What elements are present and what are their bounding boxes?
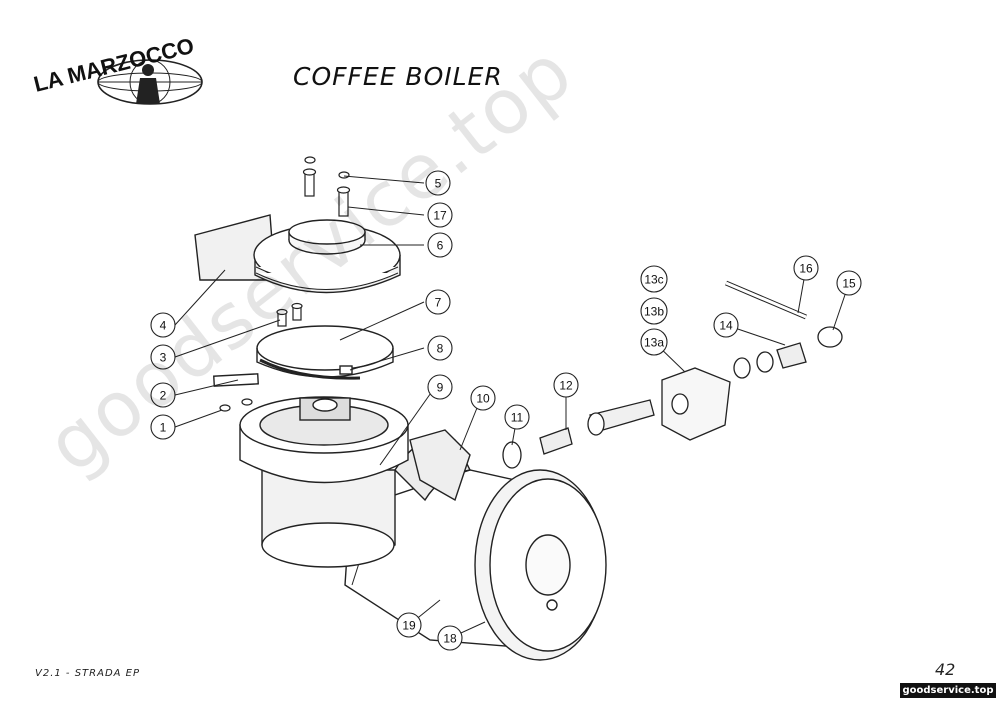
callout-12: 12: [553, 372, 579, 398]
callout-markers: 5 17 6 4 3 7 8 2 1 9 10 11 12 13c 13b 13…: [150, 170, 862, 651]
callout-17: 17: [427, 202, 453, 228]
callout-11: 11: [504, 404, 530, 430]
svg-text:16: 16: [799, 262, 813, 276]
callout-16: 16: [793, 255, 819, 281]
callout-19: 19: [396, 612, 422, 638]
svg-text:18: 18: [443, 632, 457, 646]
page-title: COFFEE BOILER: [293, 62, 503, 91]
svg-text:11: 11: [511, 411, 524, 425]
callout-4: 4: [150, 312, 176, 338]
callout-10: 10: [470, 385, 496, 411]
svg-text:3: 3: [160, 351, 167, 365]
brand-logo: LA MARZOCCO: [31, 33, 203, 105]
brand-name: LA MARZOCCO: [31, 33, 196, 97]
callout-3: 3: [150, 344, 176, 370]
svg-text:19: 19: [402, 619, 416, 633]
svg-text:1: 1: [160, 421, 167, 435]
svg-text:13c: 13c: [644, 273, 663, 287]
svg-text:6: 6: [437, 239, 444, 253]
callout-9: 9: [427, 374, 453, 400]
callout-2: 2: [150, 382, 176, 408]
model-label: V2.1 - STRADA EP: [35, 668, 141, 679]
solenoid-parts: [502, 280, 843, 469]
group-housing: [239, 396, 471, 568]
callout-7: 7: [425, 289, 451, 315]
site-badge: goodservice.top: [900, 683, 996, 698]
callout-14: 14: [713, 312, 739, 338]
callout-8: 8: [427, 335, 453, 361]
svg-text:4: 4: [160, 319, 167, 333]
callout-13c: 13c: [640, 265, 668, 293]
svg-text:17: 17: [433, 209, 447, 223]
svg-text:2: 2: [160, 389, 167, 403]
svg-text:12: 12: [559, 379, 573, 393]
top-screws: [302, 156, 351, 217]
callout-13b: 13b: [640, 297, 668, 325]
svg-text:15: 15: [842, 277, 856, 291]
callout-13a: 13a: [640, 328, 668, 356]
svg-text:9: 9: [437, 381, 444, 395]
callout-18: 18: [437, 625, 463, 651]
svg-text:7: 7: [435, 296, 442, 310]
svg-text:13b: 13b: [644, 305, 664, 319]
callout-5: 5: [425, 170, 451, 196]
callout-6: 6: [427, 232, 453, 258]
svg-text:8: 8: [437, 342, 444, 356]
small-screws: [219, 302, 303, 412]
svg-text:13a: 13a: [644, 336, 664, 350]
svg-text:10: 10: [476, 392, 490, 406]
leader-lines: [174, 175, 850, 639]
callout-15: 15: [836, 270, 862, 296]
callout-1: 1: [150, 414, 176, 440]
svg-text:5: 5: [435, 177, 442, 191]
page-number: 42: [935, 660, 956, 679]
top-cover: [194, 214, 401, 294]
svg-text:14: 14: [719, 319, 733, 333]
